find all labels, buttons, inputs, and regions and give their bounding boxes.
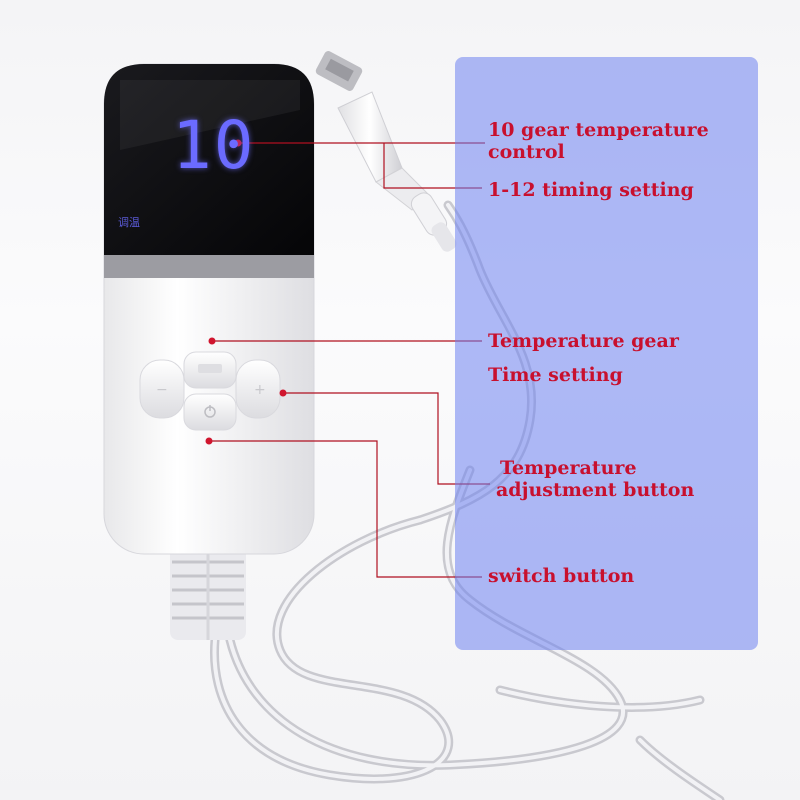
- callout-timing-setting-text: 1-12 timing setting: [488, 179, 694, 201]
- callout-gear-temperature-line-2: control: [488, 141, 565, 163]
- callout-time-setting: Time setting: [488, 364, 623, 386]
- callout-temperature-adjustment-button: Temperature adjustment button: [496, 457, 694, 501]
- callout-switch-button: switch button: [488, 565, 634, 587]
- display-sub-label: 调温: [118, 216, 140, 229]
- callout-temperature-gear-text: Temperature gear: [488, 330, 679, 352]
- led-display: 10: [172, 104, 258, 188]
- callout-temp-adjust-line-2: adjustment button: [496, 479, 695, 501]
- leader-dots: [205, 139, 287, 445]
- callout-temperature-gear: Temperature gear: [488, 330, 679, 352]
- callout-gear-temperature-control: 10 gear temperature control: [488, 119, 709, 163]
- callout-panel: [455, 57, 758, 650]
- callout-timing-setting: 1-12 timing setting: [488, 179, 694, 201]
- temperature-readout: 10: [172, 107, 256, 184]
- button-cluster: − +: [139, 351, 281, 431]
- callout-time-setting-text: Time setting: [488, 364, 623, 386]
- callout-temp-adjust-line-1: Temperature: [500, 457, 637, 479]
- callout-gear-temperature-line-1: 10 gear temperature: [488, 119, 709, 141]
- callout-switch-button-text: switch button: [488, 565, 635, 587]
- power-plug: [315, 51, 457, 252]
- svg-text:−: −: [156, 382, 168, 398]
- controller-body: [103, 63, 315, 555]
- svg-text:+: +: [254, 382, 266, 398]
